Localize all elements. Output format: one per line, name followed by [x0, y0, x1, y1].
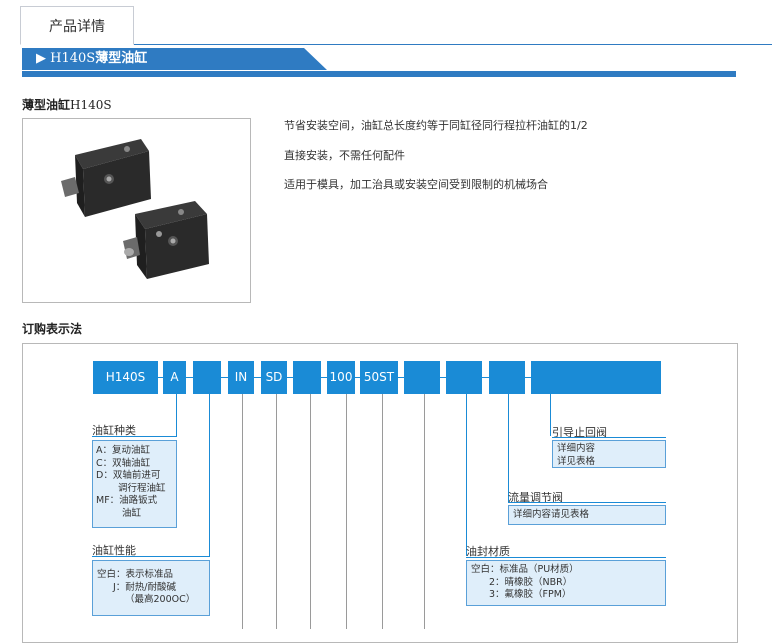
leader-line	[209, 394, 210, 556]
leader-line	[508, 394, 509, 502]
label-underline	[552, 437, 666, 438]
code-in: IN	[228, 361, 254, 394]
cylinder-perf-label: 油缸性能	[92, 544, 136, 557]
cylinder-type-box: A：复动油缸 C：双轴油缸 D：双轴前进可 调行程油缸 MF：油路钣式 油缸	[92, 440, 177, 528]
cylinder-photo	[61, 139, 209, 279]
seal-box: 空白：标准品（PU材质） 2：晴橡胶（NBR） 3：氟橡胶（FPM）	[466, 560, 666, 606]
flow-valve-box: 详细内容请见表格	[508, 505, 666, 525]
flow-valve-label: 流量调节阀	[508, 491, 563, 504]
code-model: H140S	[93, 361, 158, 394]
leader-line	[176, 394, 177, 436]
leader-line	[276, 394, 277, 629]
code-bore: 100	[327, 361, 355, 394]
order-code-title: 订购表示法	[22, 322, 83, 336]
leader-line	[382, 394, 383, 629]
check-valve-label: 引导止回阀	[552, 426, 607, 439]
connector	[221, 377, 231, 378]
code-blank	[293, 361, 321, 394]
feature-1: 节省安装空间，油缸总长度约等于同缸径同行程拉杆油缸的1/2	[284, 119, 588, 132]
seal-label: 油封材质	[466, 545, 510, 558]
code-seal	[446, 361, 482, 394]
section-banner: ▶ H140S薄型油缸	[22, 48, 327, 70]
code-stroke: 50ST	[360, 361, 398, 394]
leader-line	[346, 394, 347, 629]
feature-3: 适用于模具，加工治具或安装空间受到限制的机械场合	[284, 178, 548, 191]
code-blank	[404, 361, 440, 394]
label-underline	[92, 436, 177, 437]
banner-name: 薄型油缸	[95, 51, 148, 66]
code-sd: SD	[261, 361, 287, 394]
connector	[254, 377, 264, 378]
play-icon: ▶	[36, 51, 46, 66]
leader-line	[242, 394, 243, 629]
leader-line	[550, 394, 551, 436]
banner-model: H140S	[50, 51, 96, 66]
code-flow	[489, 361, 525, 394]
leader-line	[424, 394, 425, 629]
label-underline	[466, 557, 666, 558]
cylinder-perf-box: 空白：表示标准品 J：耐热/耐酸碱 （最高200OC）	[92, 560, 210, 616]
product-title: 薄型油缸H140S	[22, 98, 112, 112]
product-image	[22, 118, 251, 303]
feature-2: 直接安装，不需任何配件	[284, 149, 405, 162]
code-perf	[193, 361, 221, 394]
leader-line	[310, 394, 311, 629]
cylinder-type-label: 油缸种类	[92, 424, 136, 437]
label-underline	[92, 556, 210, 557]
leader-line	[466, 394, 467, 556]
banner-bar	[22, 71, 736, 77]
code-type: A	[163, 361, 186, 394]
tab-underline	[134, 44, 772, 45]
label-underline	[508, 502, 666, 503]
check-valve-box: 详细内容 详见表格	[552, 440, 666, 468]
code-valve	[531, 361, 661, 394]
tab-product-details[interactable]: 产品详情	[20, 6, 134, 45]
